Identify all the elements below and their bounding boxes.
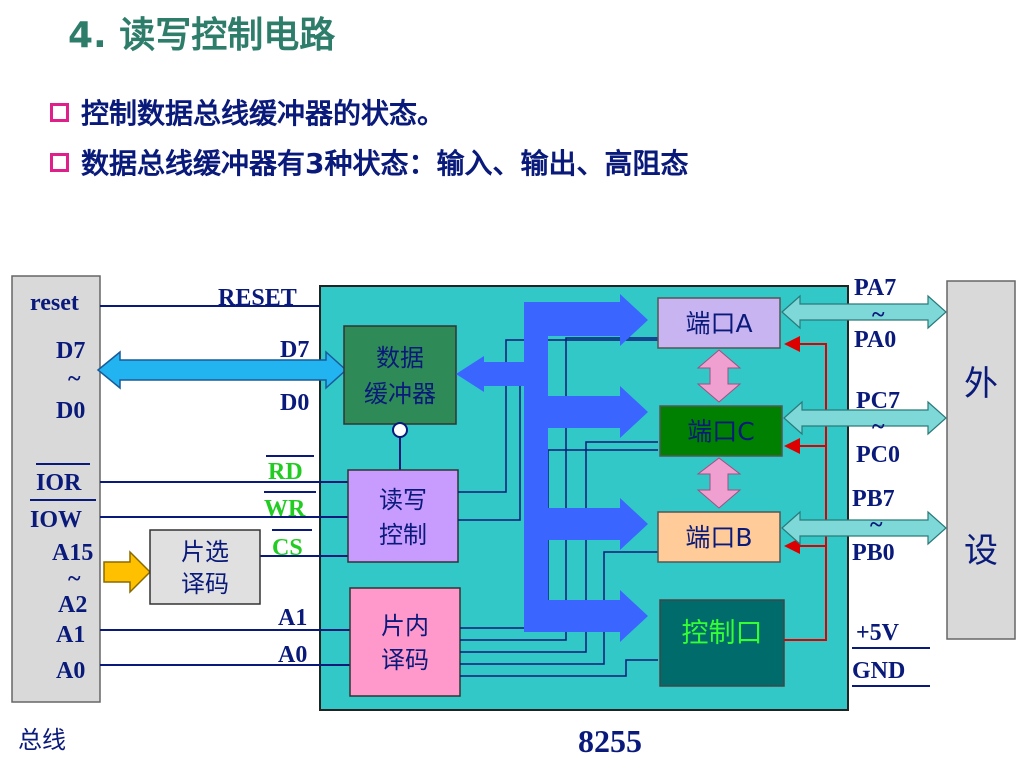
port-c-block [659,405,783,457]
bus-signal-tilde: ~ [68,366,81,392]
bus-signal-d0: D0 [56,398,85,424]
port-a-io-arrow [781,294,947,330]
page-title: 4. 读写控制电路 [68,15,336,56]
bus-signal-reset: reset [30,290,79,316]
pin-pa-tilde: ~ [872,302,885,328]
peripheral-label-2: 设 [964,531,998,571]
pin-a1: A1 [278,605,307,631]
pin-pc-tilde: ~ [872,414,885,440]
rw-control-line-1: 读写 [379,486,427,514]
pin-pa0: PA0 [854,327,896,353]
port-a-label: 端口A [685,309,752,338]
pin-a0: A0 [278,642,307,668]
pin-pc0: PC0 [856,442,900,468]
control-port-label: 控制口 [682,618,763,649]
port-c-b-link [696,457,742,509]
bullet-item: 数据总线缓冲器有3种状态：输入、输出、高阻态 [50,142,689,182]
pin-cs: CS [272,535,303,561]
internal-decoder-line-1: 片内 [381,612,429,640]
chip-select-decoder [149,529,261,605]
port-c-label: 端口C [687,417,754,446]
address-arrow [103,550,152,594]
port-b-io-arrow [781,510,947,546]
bullet-text: 控制数据总线缓冲器的状态。 [81,97,446,130]
pin-pb-tilde: ~ [870,512,883,538]
data-buffer-line-1: 数据 [376,344,424,372]
buffer-enable-bubble [392,422,408,438]
control-red-lines [784,336,827,641]
bus-signal-a15: A15 [52,540,93,566]
peripheral-box [946,280,1016,640]
peripheral-label-1: 外 [964,364,998,404]
rw-control-line-2: 控制 [379,521,427,549]
chip-name: 8255 [578,723,642,759]
square-bullet-icon [50,102,69,122]
data-buffer-block [343,325,457,425]
pin-pb0: PB0 [852,540,895,566]
port-a-c-link [696,349,742,403]
pin-reset: RESET [218,285,297,311]
rw-control-block [347,469,459,563]
bus-caption: 总线 [18,726,66,754]
system-bus-box [11,275,101,703]
internal-data-bus [524,294,648,642]
bullet-text: 数据总线缓冲器有3种状态：输入、输出、高阻态 [81,147,689,180]
bullet-item: 控制数据总线缓冲器的状态。 [50,92,445,132]
control-port-block [659,599,785,687]
port-b-label: 端口B [685,523,752,552]
bus-signal-ior: IOR [36,470,82,496]
port-b-block [657,511,781,563]
pin-rd: RD [268,459,303,485]
bus-signal-d7: D7 [56,338,85,364]
chip-select-decoder-line-2: 译码 [181,570,229,598]
buffer-to-bus-arrow [456,356,530,392]
pin-pb7: PB7 [852,486,895,512]
pin-pc7: PC7 [856,388,900,414]
bus-signal-a2: A2 [58,592,87,618]
port-a-block [657,297,781,349]
pin-vcc: +5V [856,620,900,646]
bus-signal-a0: A0 [56,658,85,684]
pin-wr: WR [264,496,306,522]
pin-d7: D7 [280,337,309,363]
bus-signal-a1: A1 [56,622,85,648]
bus-signal-tilde-2: ~ [68,566,81,592]
chip-select-decoder-line-1: 片选 [181,538,229,566]
pin-gnd: GND [852,658,905,684]
port-c-io-arrow [783,400,947,436]
internal-decoder-block [349,587,461,697]
pin-pa7: PA7 [854,275,896,301]
bus-signal-iow: IOW [30,507,82,533]
square-bullet-icon [50,152,69,172]
data-buffer-line-2: 缓冲器 [364,380,436,408]
pin-d0: D0 [280,390,309,416]
internal-decoder-line-2: 译码 [381,646,429,674]
